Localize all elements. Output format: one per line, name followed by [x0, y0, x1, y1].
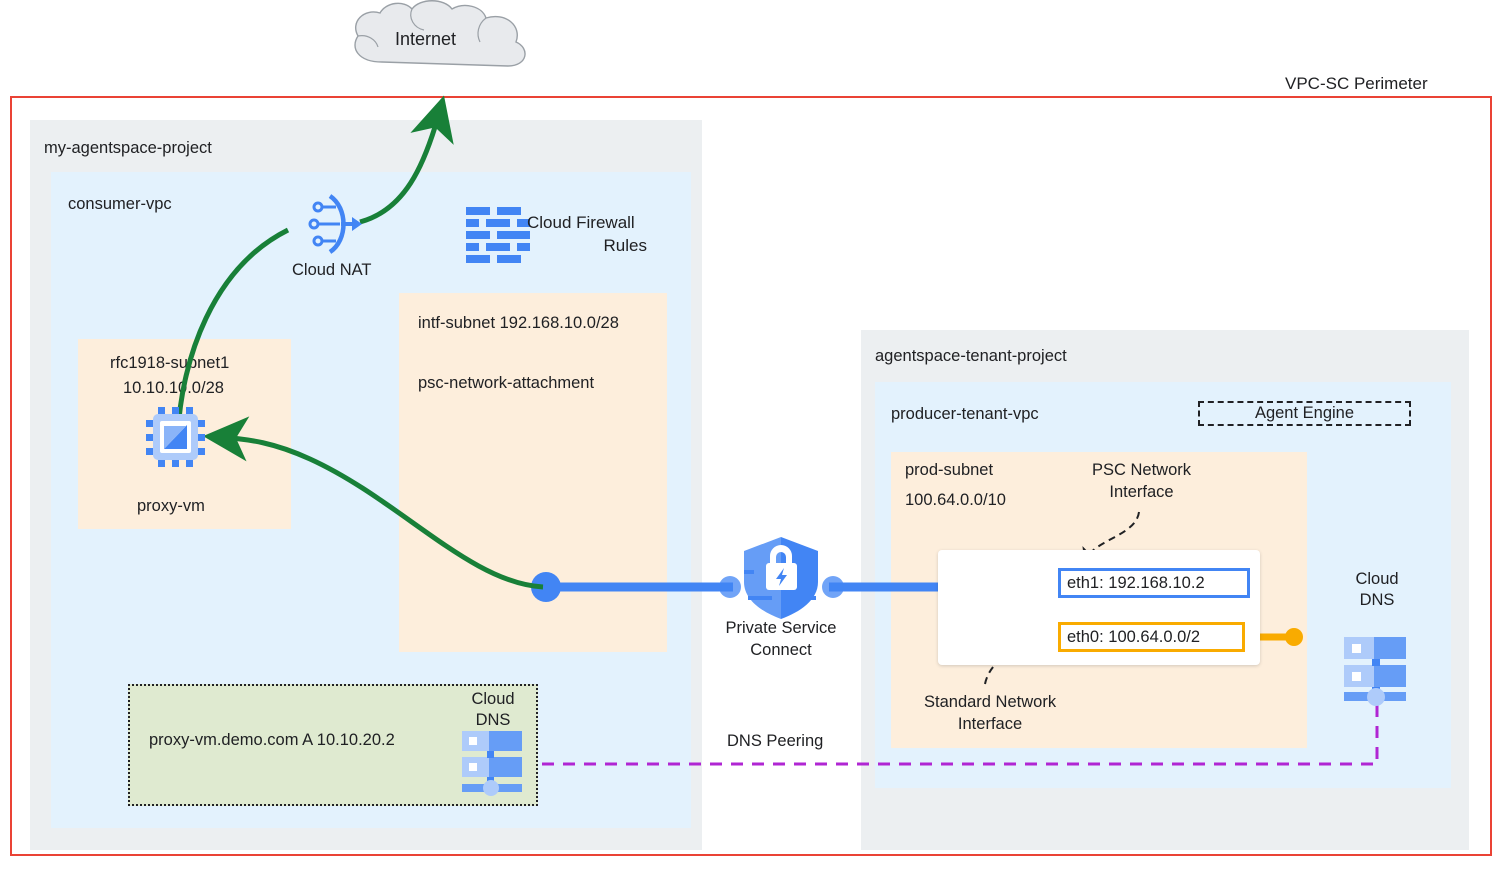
producer-tenant-vpc-label: producer-tenant-vpc — [891, 405, 1039, 423]
consumer-project-label: my-agentspace-project — [44, 139, 212, 157]
psc-network-interface-callout: PSC Network Interface — [1092, 459, 1191, 504]
tenant-cloud-dns-title: Cloud DNS — [1345, 569, 1409, 612]
tenant-project-label: agentspace-tenant-project — [875, 347, 1067, 365]
firewall-label-line1: Cloud Firewall — [527, 213, 635, 232]
internet-label: Internet — [395, 29, 457, 49]
cloud-nat-label: Cloud NAT — [292, 261, 372, 279]
standard-network-interface-callout: Standard Network Interface — [924, 691, 1056, 736]
psc-label-line1: Private Service — [725, 619, 837, 637]
psc-callout-line1: PSC Network — [1092, 461, 1192, 479]
consumer-vpc-label: consumer-vpc — [68, 195, 172, 213]
cloud-dns-zone-title-line2: DNS — [475, 711, 511, 730]
agent-engine-box: Agent Engine — [1198, 401, 1411, 426]
prod-subnet-name: prod-subnet — [905, 461, 994, 479]
firewall-label-line2: Rules — [603, 235, 647, 255]
cloud-dns-zone-title: Cloud DNS — [466, 689, 520, 732]
agent-engine-label: Agent Engine — [1254, 404, 1355, 422]
std-callout-line1: Standard Network — [924, 693, 1057, 711]
tenant-cloud-dns-title-line1: Cloud — [1355, 570, 1399, 588]
std-callout-line2: Interface — [957, 715, 1023, 734]
intf-subnet-container — [399, 293, 667, 652]
dns-peering-label: DNS Peering — [727, 732, 824, 750]
dns-record-label: proxy-vm.demo.com A 10.10.20.2 — [149, 731, 395, 749]
nic-eth0-box[interactable]: eth0: 100.64.0.0/2 — [1058, 622, 1245, 652]
intf-subnet-cidr-label: intf-subnet 192.168.10.0/28 — [418, 314, 619, 332]
cloud-dns-zone-title-line1: Cloud — [471, 690, 515, 708]
vpc-sc-perimeter-label: VPC-SC Perimeter — [1285, 74, 1428, 93]
rfc1918-subnet-cidr: 10.10.10.0/28 — [123, 379, 224, 397]
proxy-vm-label: proxy-vm — [137, 497, 205, 515]
private-service-connect-label: Private Service Connect — [711, 617, 851, 662]
psc-callout-line2: Interface — [1109, 483, 1174, 502]
psc-label-line2: Connect — [750, 641, 812, 660]
rfc1918-subnet-name: rfc1918-subnet1 — [110, 354, 230, 372]
psc-network-attachment-label: psc-network-attachment — [418, 374, 595, 392]
vpc-sc-perimeter — [10, 96, 1492, 856]
nic-eth1-box[interactable]: eth1: 192.168.10.2 — [1058, 568, 1250, 598]
prod-subnet-cidr: 100.64.0.0/10 — [905, 491, 1006, 509]
cloud-firewall-rules-label: Cloud Firewall Rules — [527, 212, 647, 258]
tenant-cloud-dns-title-line2: DNS — [1359, 591, 1395, 610]
